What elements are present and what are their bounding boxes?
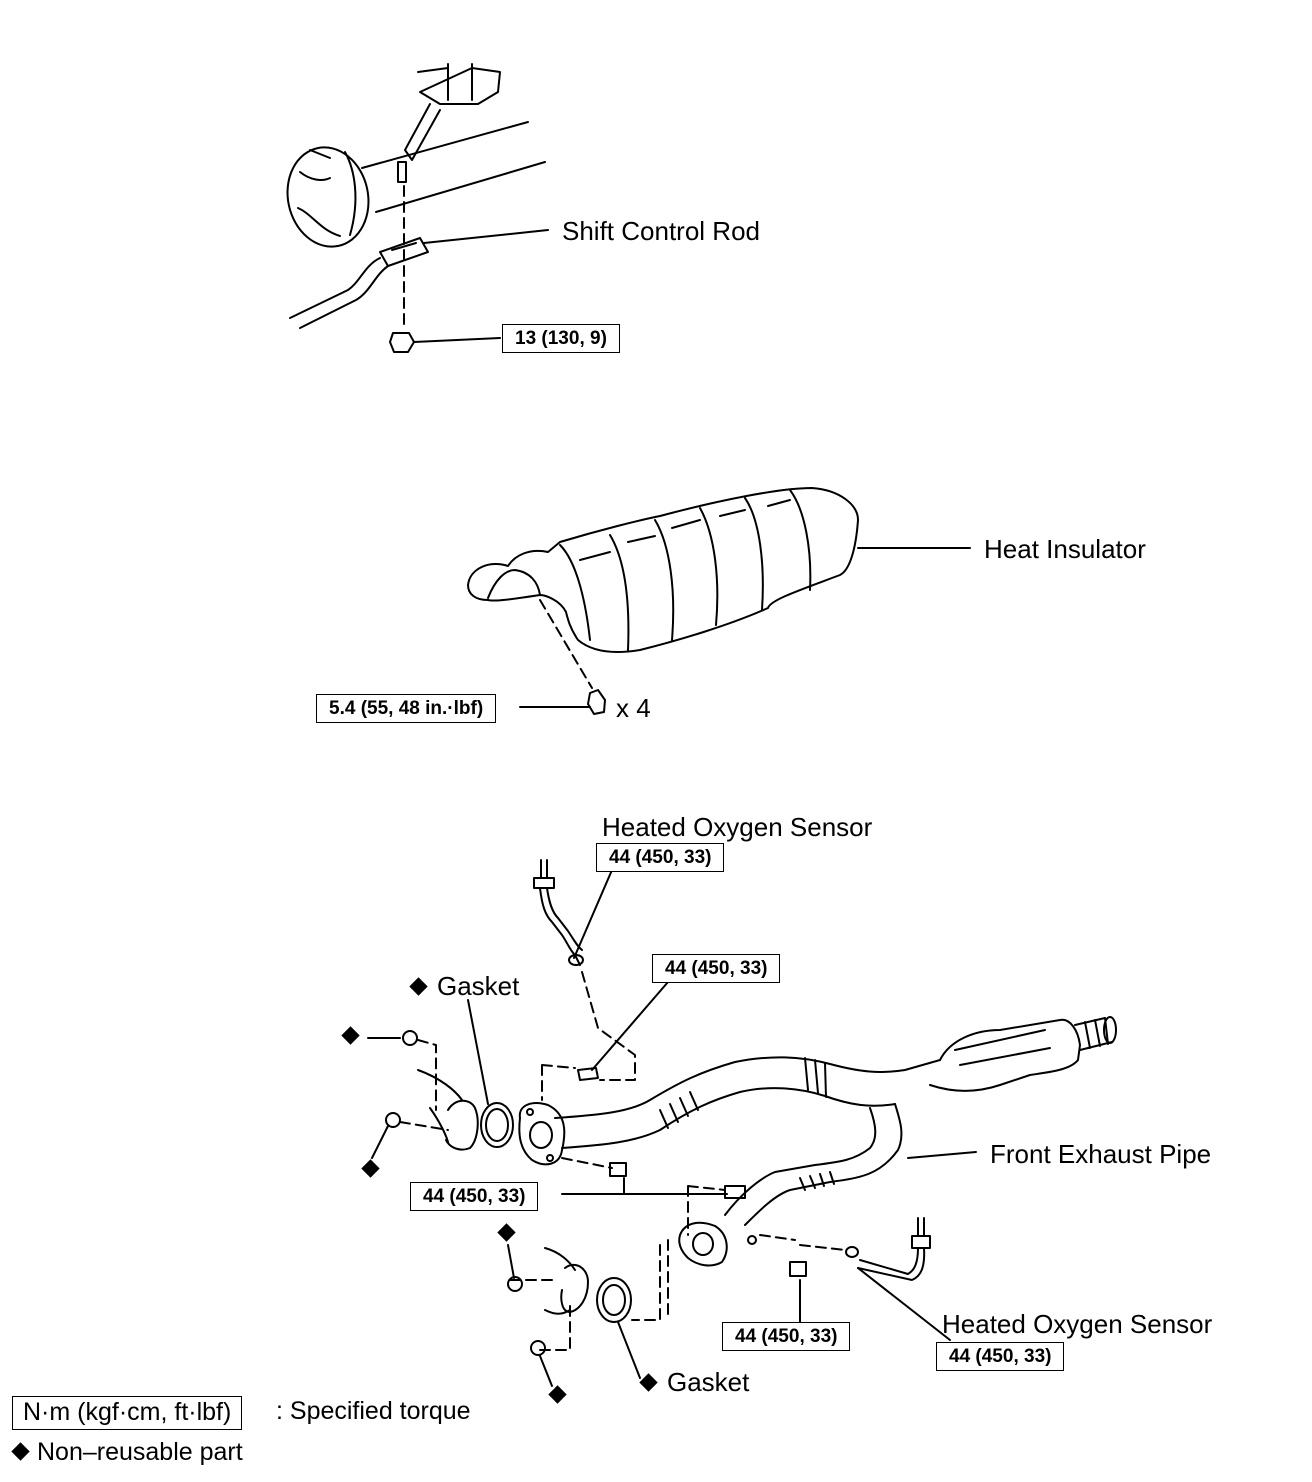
label-gasket-bottom: Gasket (639, 1369, 749, 1395)
torque-heat-insulator-bolts: 5.4 (55, 48 in.·lbf) (316, 694, 497, 723)
torque-flange-bolt-upper: 44 (450, 33) (652, 954, 781, 983)
oxygen-sensor-top-drawing (533, 859, 584, 966)
front-exhaust-pipe-drawing (385, 1016, 1117, 1356)
label-heated-oxygen-sensor-top: Heated Oxygen Sensor (602, 812, 873, 842)
label-gasket-top: Gasket (409, 973, 519, 999)
label-shift-control-rod: Shift Control Rod (562, 216, 760, 246)
label-heat-insulator: Heat Insulator (984, 534, 1146, 564)
nonreusable-marker-icon (639, 1373, 658, 1392)
oxygen-sensor-bottom-drawing (845, 1217, 931, 1281)
torque-oxygen-sensor-top: 44 (450, 33) (596, 843, 725, 872)
torque-flange-bolt-lower: 44 (450, 33) (722, 1322, 851, 1351)
legend-torque-desc: : Specified torque (276, 1397, 471, 1425)
torque-flange-bolts-left: 44 (450, 33) (410, 1182, 539, 1211)
torque-shift-rod-nut: 13 (130, 9) (502, 324, 620, 353)
legend-nonreusable: Non–reusable part (11, 1440, 243, 1465)
label-front-exhaust-pipe: Front Exhaust Pipe (990, 1139, 1212, 1169)
transmission-bracket-drawing (286, 63, 546, 353)
nonreusable-marker-icon (409, 977, 428, 996)
label-heated-oxygen-sensor-bottom: Heated Oxygen Sensor (942, 1309, 1213, 1339)
heat-insulator-drawing (467, 487, 859, 715)
nonreusable-marker-icon (11, 1442, 30, 1461)
label-bolt-count: x 4 (616, 693, 651, 723)
torque-oxygen-sensor-bottom: 44 (450, 33) (936, 1342, 1065, 1371)
legend-torque-unit: N·m (kgf·cm, ft·lbf) (12, 1396, 243, 1430)
